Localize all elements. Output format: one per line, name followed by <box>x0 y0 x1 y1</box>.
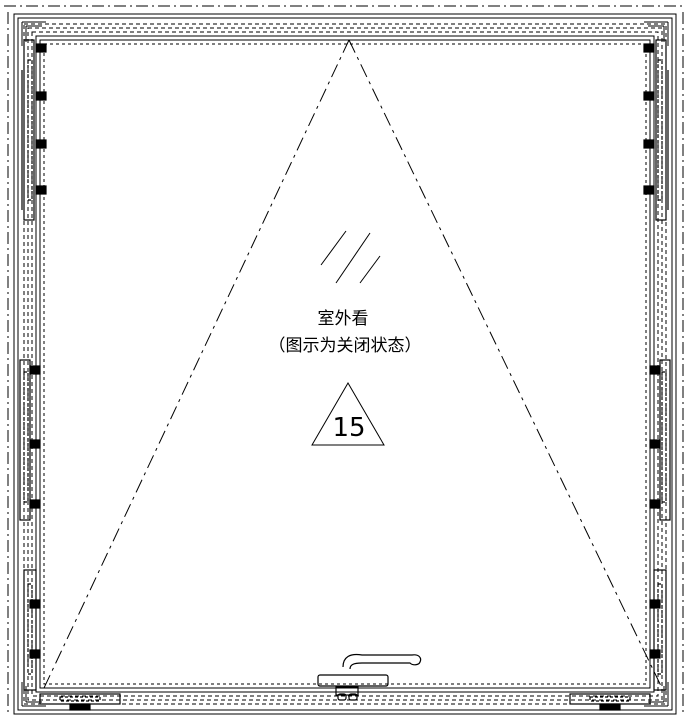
state-note: （图示为关闭状态） <box>269 336 422 356</box>
window-number-tag: 15 <box>311 382 385 446</box>
window-frame <box>13 13 677 715</box>
glass-reflection-icon <box>320 230 381 284</box>
corner-connectors <box>21 21 669 707</box>
right-hinge-hardware <box>643 39 671 691</box>
view-label: 室外看 <box>318 309 369 329</box>
window-number: 15 <box>332 413 365 443</box>
opening-direction-lines <box>43 39 663 689</box>
bottom-rail-hardware <box>39 693 651 711</box>
outer-envelope <box>4 5 686 712</box>
number-tag-triangle <box>311 382 385 446</box>
left-hinge-hardware <box>19 39 47 691</box>
handle-icon <box>317 653 422 701</box>
